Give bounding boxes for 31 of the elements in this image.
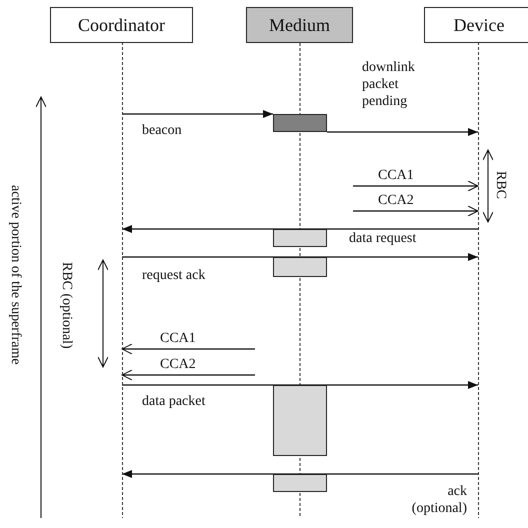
message-arrow [122, 253, 478, 261]
busy-period-bar [273, 474, 327, 492]
message-label: data request [349, 231, 416, 248]
message-label: CCA2 [160, 357, 196, 374]
message-arrow [353, 206, 478, 216]
message-arrow [122, 110, 273, 118]
dimension-label: RBC (optional) [58, 260, 74, 350]
message-label: request ack [142, 268, 206, 285]
message-label: beacon [142, 123, 182, 140]
busy-period-bar [273, 257, 327, 277]
message-label: data packet [142, 394, 206, 411]
busy-period-bar [273, 385, 327, 456]
message-arrow [122, 470, 478, 478]
busy-period-bar [273, 114, 327, 132]
participant-box: Medium [246, 7, 353, 43]
message-arrow [122, 370, 255, 380]
message-label: CCA1 [160, 331, 196, 348]
message-label: CCA2 [378, 193, 414, 210]
busy-period-bar [273, 229, 327, 247]
message-arrow [353, 180, 478, 192]
message-arrow [122, 344, 255, 354]
message-label: ack (optional) [410, 484, 467, 518]
message-label: downlink packet pending [362, 60, 416, 110]
message-label: CCA1 [378, 168, 414, 185]
axis-label: active portion of the superframe [6, 184, 23, 367]
participant-box: Coordinator [50, 7, 193, 43]
message-arrow [122, 225, 478, 233]
message-arrow [327, 128, 478, 136]
participant-box: Device [424, 7, 528, 43]
dimension-label: RBC [492, 170, 508, 201]
message-arrow [122, 381, 478, 389]
